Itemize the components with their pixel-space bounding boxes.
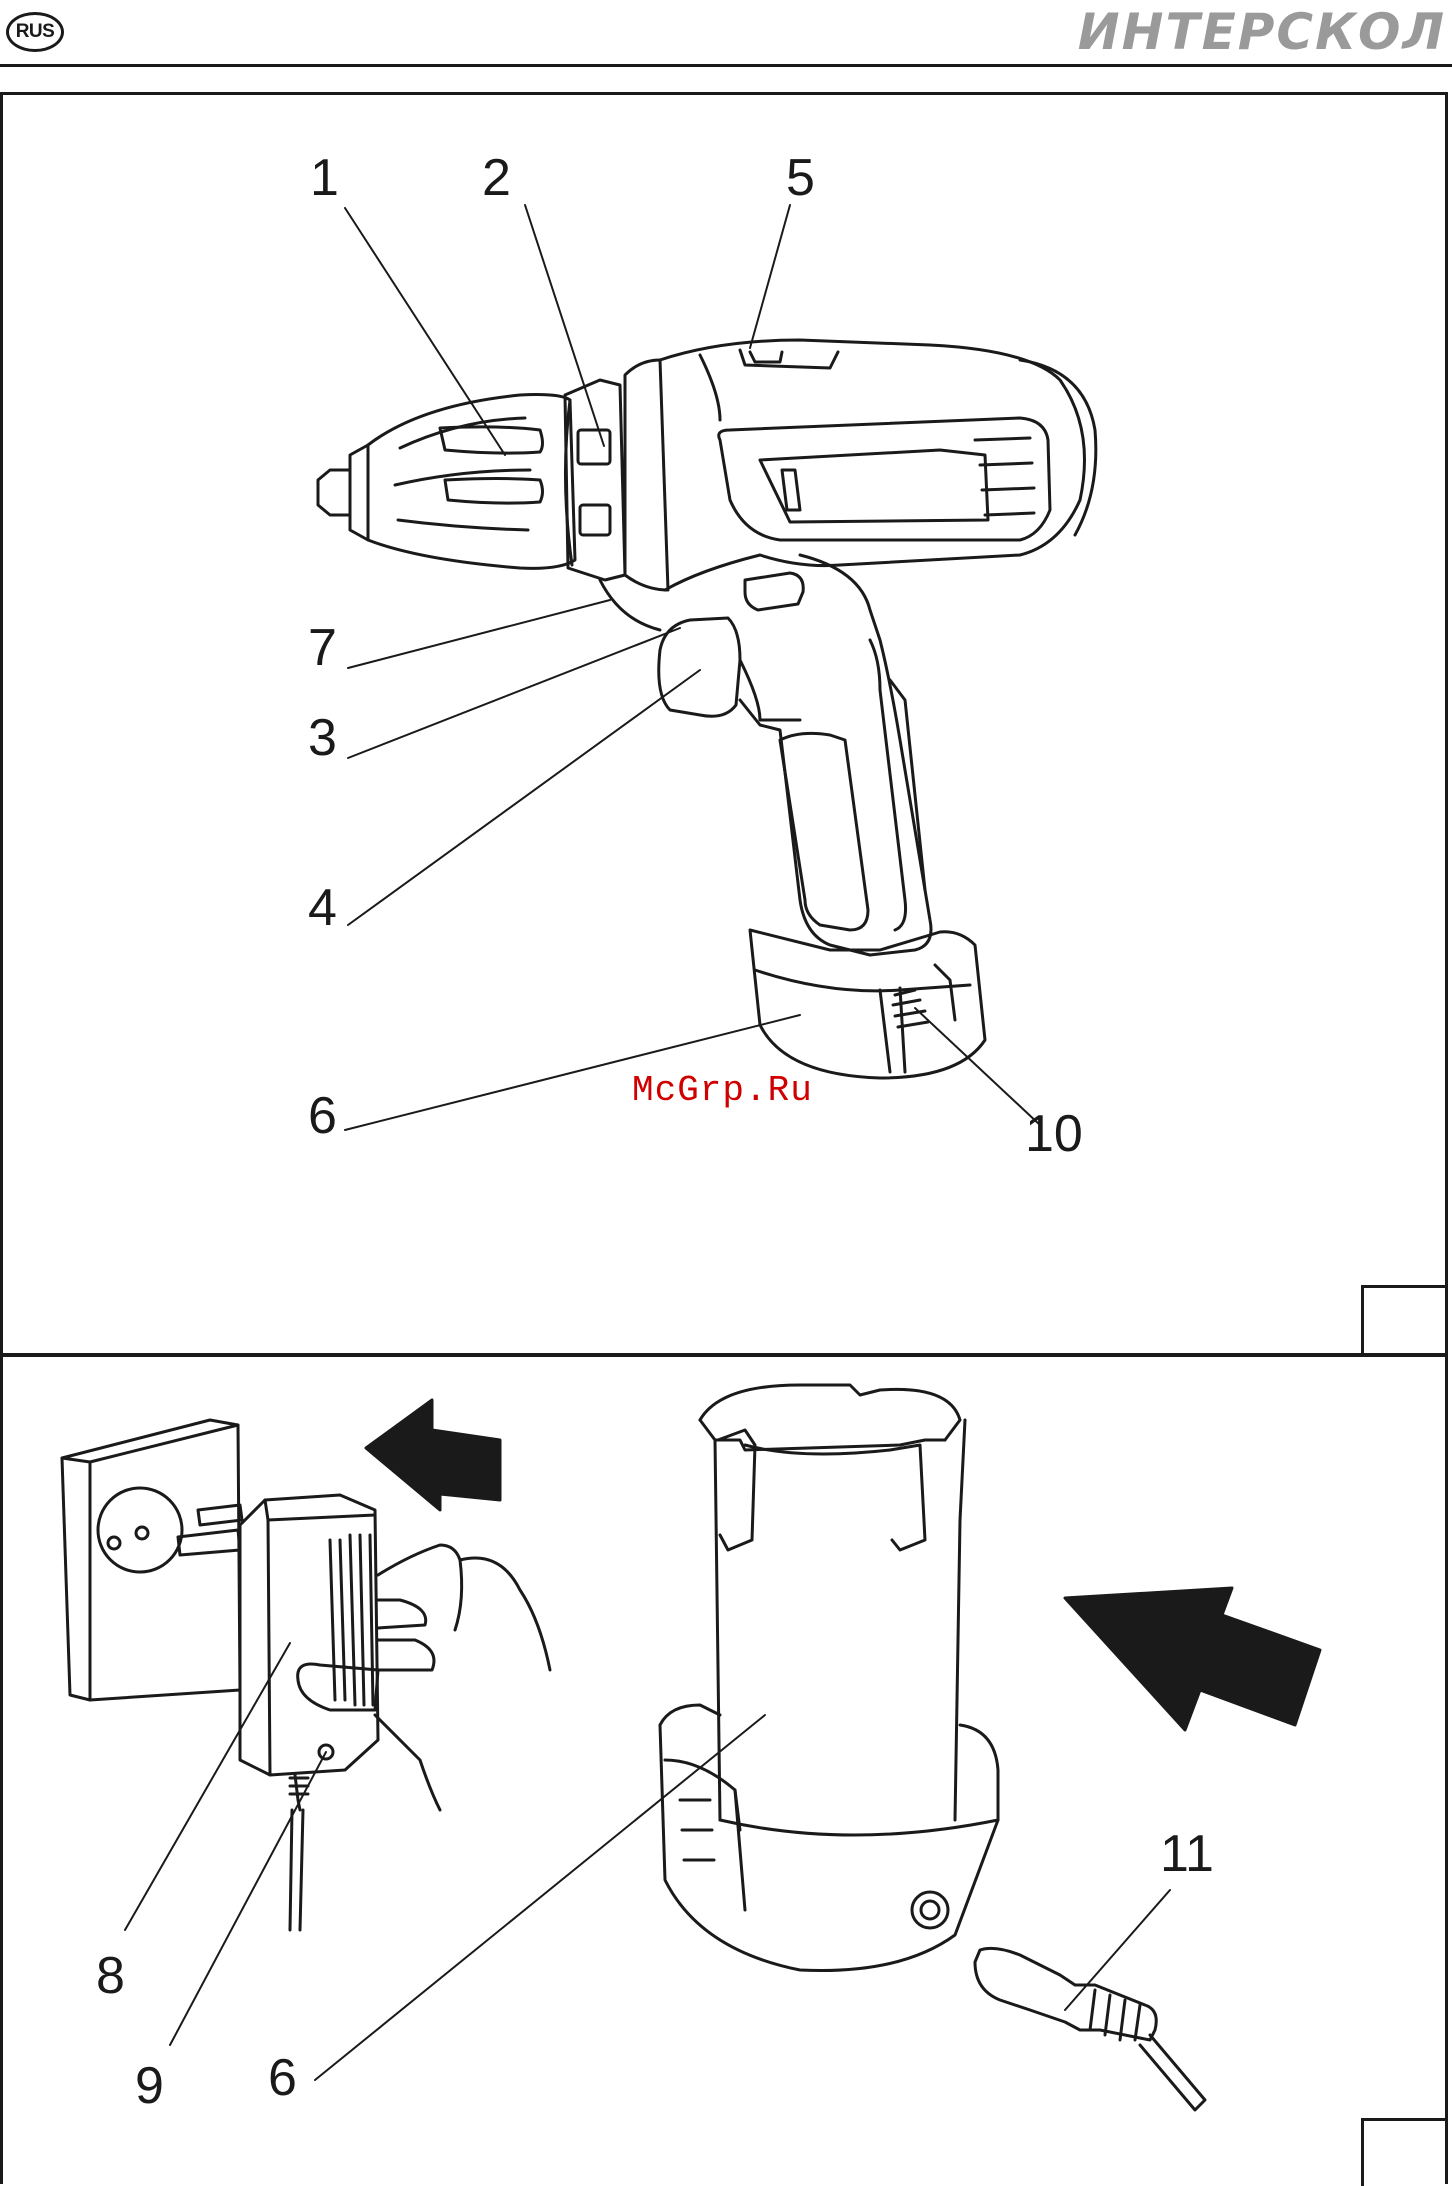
callout-5: 5 xyxy=(786,152,815,204)
callout-7: 7 xyxy=(308,622,337,674)
watermark: McGrp.Ru xyxy=(632,1070,813,1111)
drill-illustration xyxy=(318,340,1096,1078)
callout-4: 4 xyxy=(308,882,337,934)
callout-8: 8 xyxy=(96,1950,125,2002)
callout-6-bottom: 6 xyxy=(268,2052,297,2104)
callout-6: 6 xyxy=(308,1090,337,1142)
callout-3: 3 xyxy=(308,712,337,764)
charger-illustration xyxy=(62,1400,550,1930)
callout-1: 1 xyxy=(310,152,339,204)
leader-lines xyxy=(125,205,1170,2080)
callout-2: 2 xyxy=(482,152,511,204)
callout-9: 9 xyxy=(135,2060,164,2112)
callout-11: 11 xyxy=(1160,1828,1214,1880)
callout-10: 10 xyxy=(1025,1108,1083,1160)
battery-charger-illustration xyxy=(660,1385,1320,2110)
